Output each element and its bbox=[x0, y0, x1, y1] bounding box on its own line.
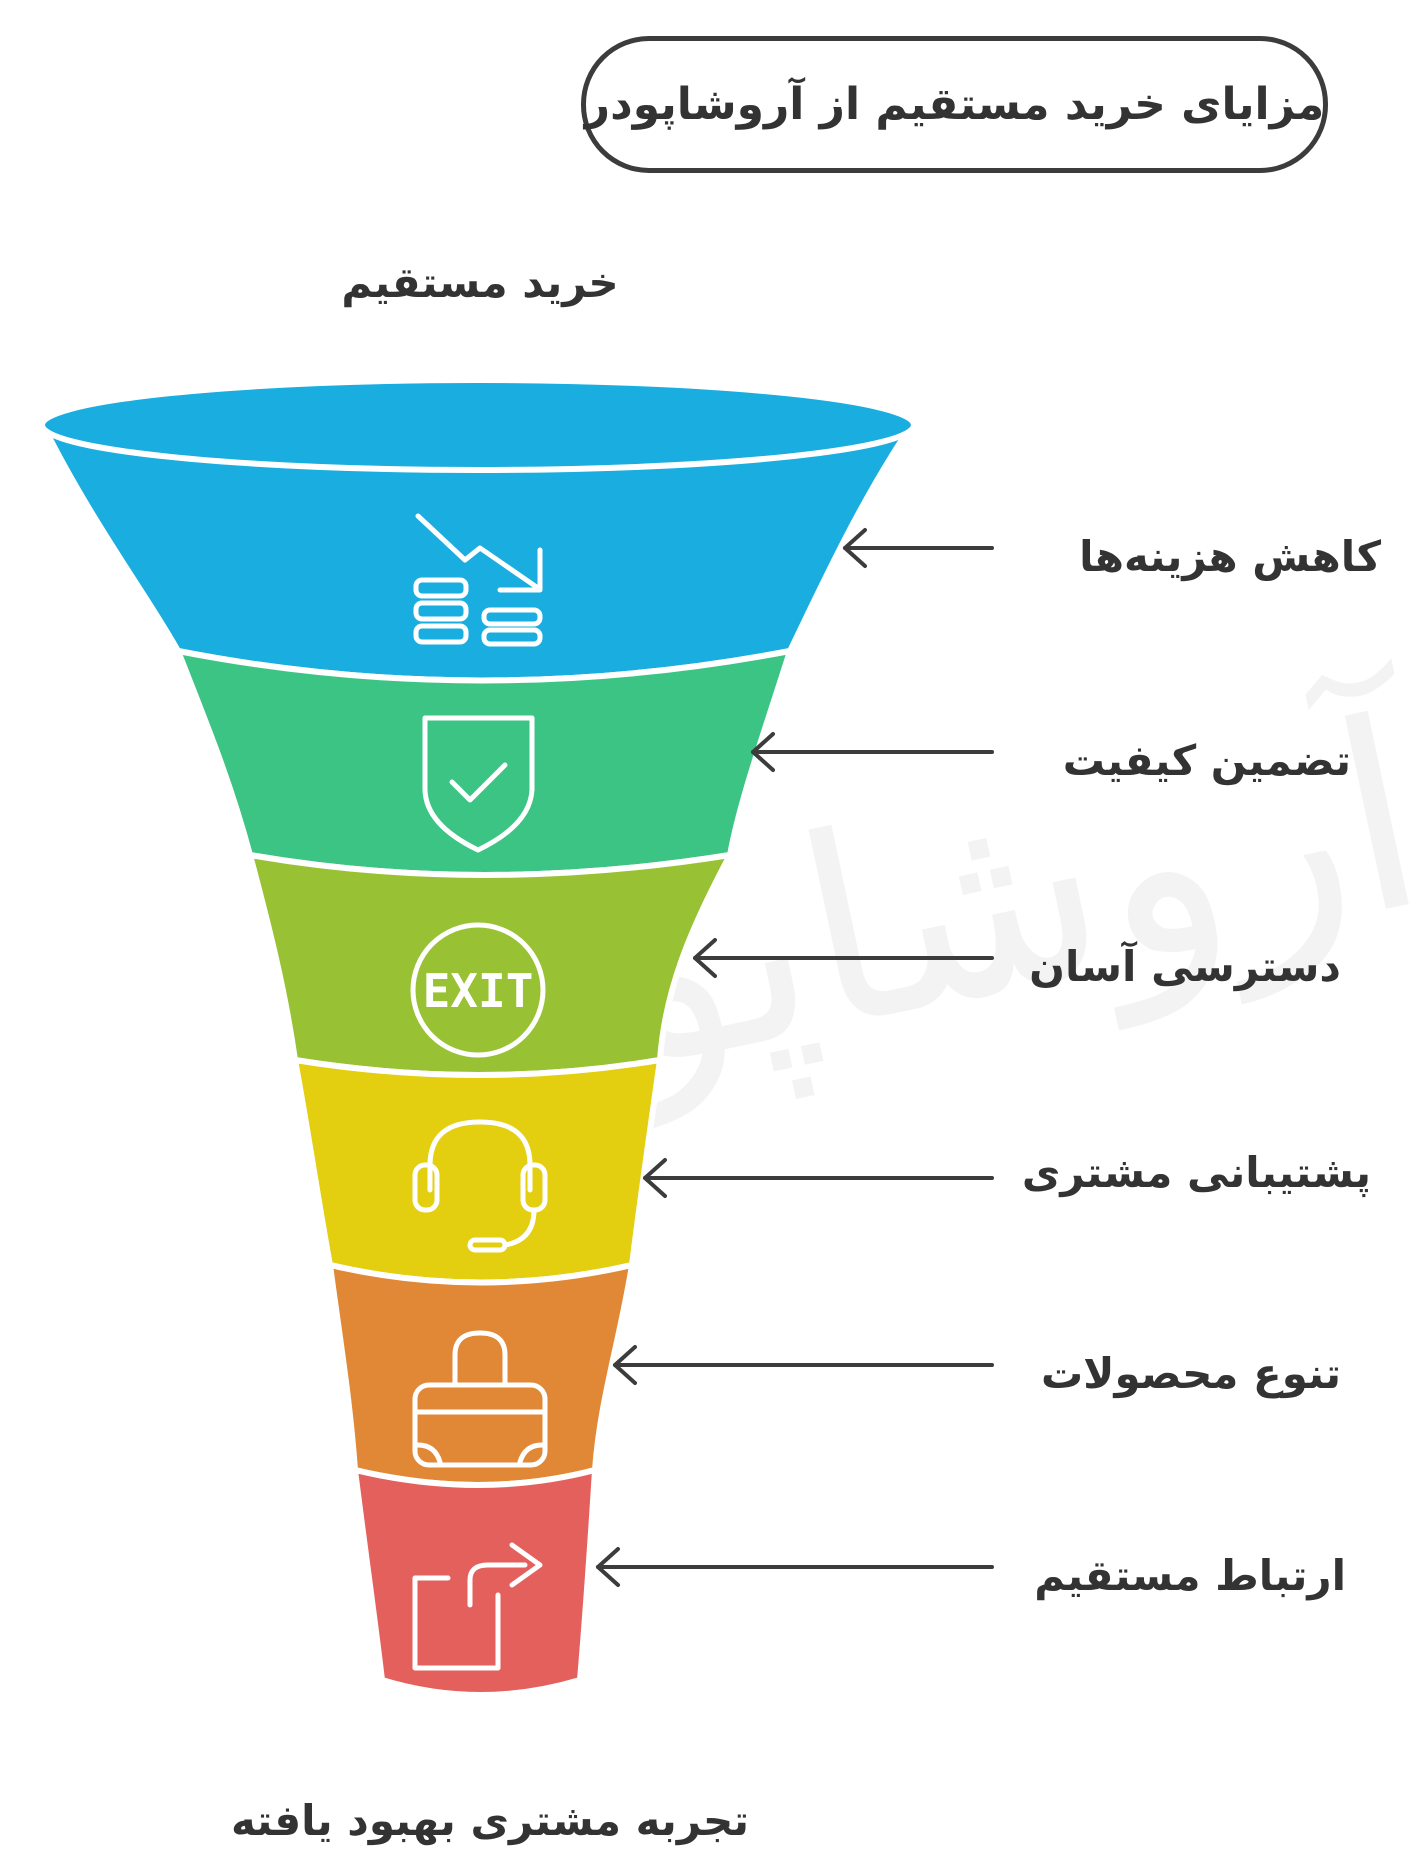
funnel-bottom-label: تجربه مشتری بهبود یافته bbox=[231, 1796, 749, 1845]
arrow-4 bbox=[643, 1158, 994, 1198]
headset-icon bbox=[412, 1119, 548, 1253]
exit-sign-icon: EXIT bbox=[410, 922, 546, 1058]
arrow-2 bbox=[751, 732, 994, 772]
arrow-5 bbox=[613, 1345, 994, 1385]
funnel-stage-6 bbox=[351, 1466, 599, 1698]
bag-icon bbox=[412, 1330, 548, 1468]
funnel-stage-5 bbox=[326, 1261, 636, 1488]
title-box: مزایای خرید مستقیم از آروشاپودر bbox=[581, 36, 1328, 173]
stage-label-5: تنوع محصولات bbox=[1040, 1349, 1341, 1398]
shield-check-icon bbox=[422, 715, 535, 853]
diagram-title: مزایای خرید مستقیم از آروشاپودر bbox=[584, 79, 1325, 130]
stage-label-3: دسترسی آسان bbox=[1029, 942, 1341, 991]
falling-cost-coins-icon bbox=[413, 513, 543, 647]
stage-label-6: ارتباط مستقیم bbox=[1034, 1551, 1346, 1600]
stage-label-4: پشتیبانی مشتری bbox=[1021, 1148, 1371, 1197]
funnel-stage-4 bbox=[291, 1056, 664, 1286]
stage-label-1: کاهش هزینه‌ها bbox=[1079, 532, 1381, 581]
funnel-top-label: خرید مستقیم bbox=[341, 258, 619, 307]
arrow-6 bbox=[596, 1547, 994, 1587]
funnel-stage-1 bbox=[38, 377, 918, 684]
arrow-1 bbox=[843, 528, 994, 568]
arrow-3 bbox=[693, 938, 994, 978]
funnel-stage-3: EXIT bbox=[245, 851, 736, 1078]
share-arrow-icon bbox=[412, 1542, 543, 1671]
arrows bbox=[596, 528, 994, 1587]
svg-text:EXIT: EXIT bbox=[423, 964, 534, 1018]
funnel-stage-2 bbox=[173, 647, 795, 878]
stage-label-2: تضمین کیفیت bbox=[1062, 736, 1351, 785]
